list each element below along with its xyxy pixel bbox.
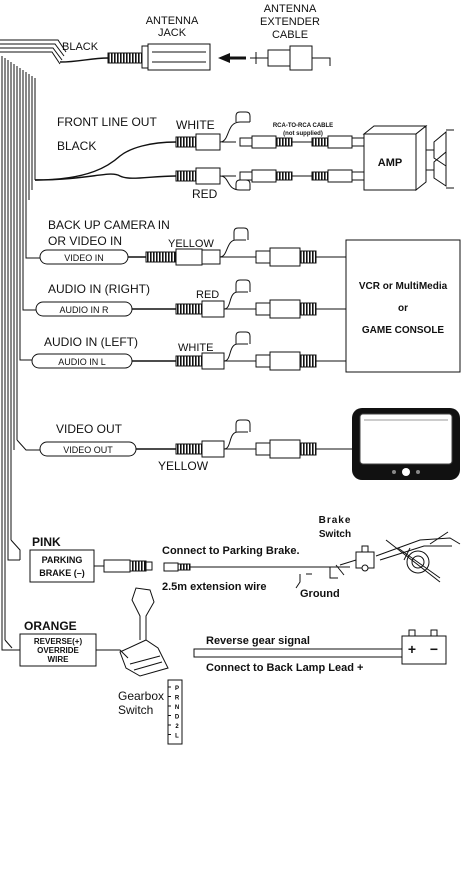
wire-harness (0, 39, 67, 651)
front-line-black-label: BLACK (57, 139, 96, 153)
reverse-tag-text-2: OVERRIDE (37, 646, 79, 655)
brake-switch-label-1: Brake (319, 515, 352, 526)
video-in-tag-text: VIDEO IN (64, 253, 104, 263)
antenna-wire-label: BLACK (62, 41, 99, 53)
front-red-label: RED (192, 187, 218, 201)
parking-color: PINK (32, 535, 61, 549)
front-white-rca-plug (195, 133, 221, 151)
vcr-box: VCR or MultiMedia or GAME CONSOLE (345, 239, 461, 373)
rca-cable-label-2: (not supplied) (283, 131, 323, 137)
front-red-rca-plug (195, 167, 221, 185)
parking-brake-section: PINK PARKING BRAKE (–) Connect to Parkin… (29, 515, 461, 600)
battery-plus: + (408, 641, 416, 657)
rca-cable-label-1: RCA-TO-RCA CABLE (273, 123, 333, 129)
antenna-jack-flange (141, 45, 149, 69)
reverse-tag-text-1: REVERSE(+) (34, 637, 83, 646)
amp-label: AMP (378, 157, 402, 169)
audio-right-label: AUDIO IN (RIGHT) (48, 282, 150, 296)
audio-left-section: AUDIO IN (LEFT) WHITE AUDIO IN L (31, 331, 346, 371)
antenna-section: ANTENNA JACK ANTENNA EXTENDER CABLE BLAC… (59, 3, 331, 71)
gear-letter: D (175, 715, 180, 721)
video-out-color: YELLOW (158, 459, 209, 473)
antenna-extender-label-3: CABLE (272, 29, 308, 41)
video-out-label: VIDEO OUT (56, 422, 123, 436)
gear-letter: N (175, 705, 179, 711)
reverse-connect-text: Connect to Back Lamp Lead + (206, 662, 363, 674)
vcr-label-3: GAME CONSOLE (362, 325, 445, 336)
reverse-tag-text-3: WIRE (48, 655, 70, 664)
vcr-label-2: or (398, 303, 408, 314)
reverse-signal-text: Reverse gear signal (206, 635, 310, 647)
extender-plug (267, 49, 291, 67)
parking-extension-text: 2.5m extension wire (162, 581, 267, 593)
audio-left-label: AUDIO IN (LEFT) (44, 335, 138, 349)
antenna-jack-label-1: ANTENNA (146, 15, 199, 27)
audio-right-color: RED (196, 289, 219, 301)
audio-right-tag-text: AUDIO IN R (59, 305, 109, 315)
gear-shifter-icon (119, 587, 169, 677)
antenna-plug-ribs (107, 52, 143, 64)
parking-ground-text: Ground (300, 588, 340, 600)
reverse-section: ORANGE REVERSE(+) OVERRIDE WIRE Gearbox … (19, 587, 447, 745)
brake-switch-icon (335, 545, 375, 576)
front-white-label: WHITE (176, 118, 215, 132)
front-line-out-label: FRONT LINE OUT (57, 115, 157, 129)
reverse-tag (19, 633, 97, 667)
battery-minus: − (430, 641, 438, 657)
gear-letter: L (175, 734, 179, 740)
gear-letter: P (175, 686, 179, 692)
vcr-label-1: VCR or MultiMedia (359, 281, 448, 292)
brake-switch-label-2: Switch (319, 529, 351, 540)
video-in-color: YELLOW (168, 238, 214, 250)
antenna-jack-label-2: JACK (158, 27, 187, 39)
reverse-color: ORANGE (24, 619, 77, 633)
backup-camera-label-1: BACK UP CAMERA IN (48, 218, 170, 232)
audio-left-tag-text: AUDIO IN L (58, 357, 106, 367)
parking-tag-text-2: BRAKE (–) (39, 568, 85, 578)
video-out-tag-text: VIDEO OUT (63, 445, 113, 455)
audio-right-section: AUDIO IN (RIGHT) RED AUDIO IN R (35, 279, 346, 319)
parking-connect-text: Connect to Parking Brake. (162, 545, 300, 557)
monitor-icon (352, 408, 460, 480)
backup-camera-label-2: OR VIDEO IN (48, 234, 122, 248)
antenna-extender-label-2: EXTENDER (260, 16, 320, 28)
gearbox-label-1: Gearbox (118, 689, 164, 703)
rca-cable-upper (239, 135, 365, 149)
front-line-out-section: FRONT LINE OUT BLACK WHITE RED RCA-TO-RC… (34, 111, 454, 201)
audio-left-color: WHITE (178, 342, 213, 354)
parking-tag-text-1: PARKING (42, 555, 83, 565)
gearbox-label-2: Switch (118, 703, 153, 717)
gear-letter: R (175, 696, 180, 702)
video-out-section: VIDEO OUT VIDEO OUT YELLOW (39, 408, 460, 480)
arrow-icon (218, 53, 230, 63)
amp-unit: AMP (362, 124, 454, 192)
gear-letter: 2 (175, 724, 179, 730)
antenna-extender-label-1: ANTENNA (264, 3, 317, 15)
video-in-section: BACK UP CAMERA IN OR VIDEO IN YELLOW VID… (39, 218, 346, 267)
brake-pedal-icon (375, 531, 461, 583)
battery-icon: + − (401, 629, 447, 665)
antenna-jack-body (147, 43, 211, 71)
rca-cable-lower (239, 169, 365, 183)
